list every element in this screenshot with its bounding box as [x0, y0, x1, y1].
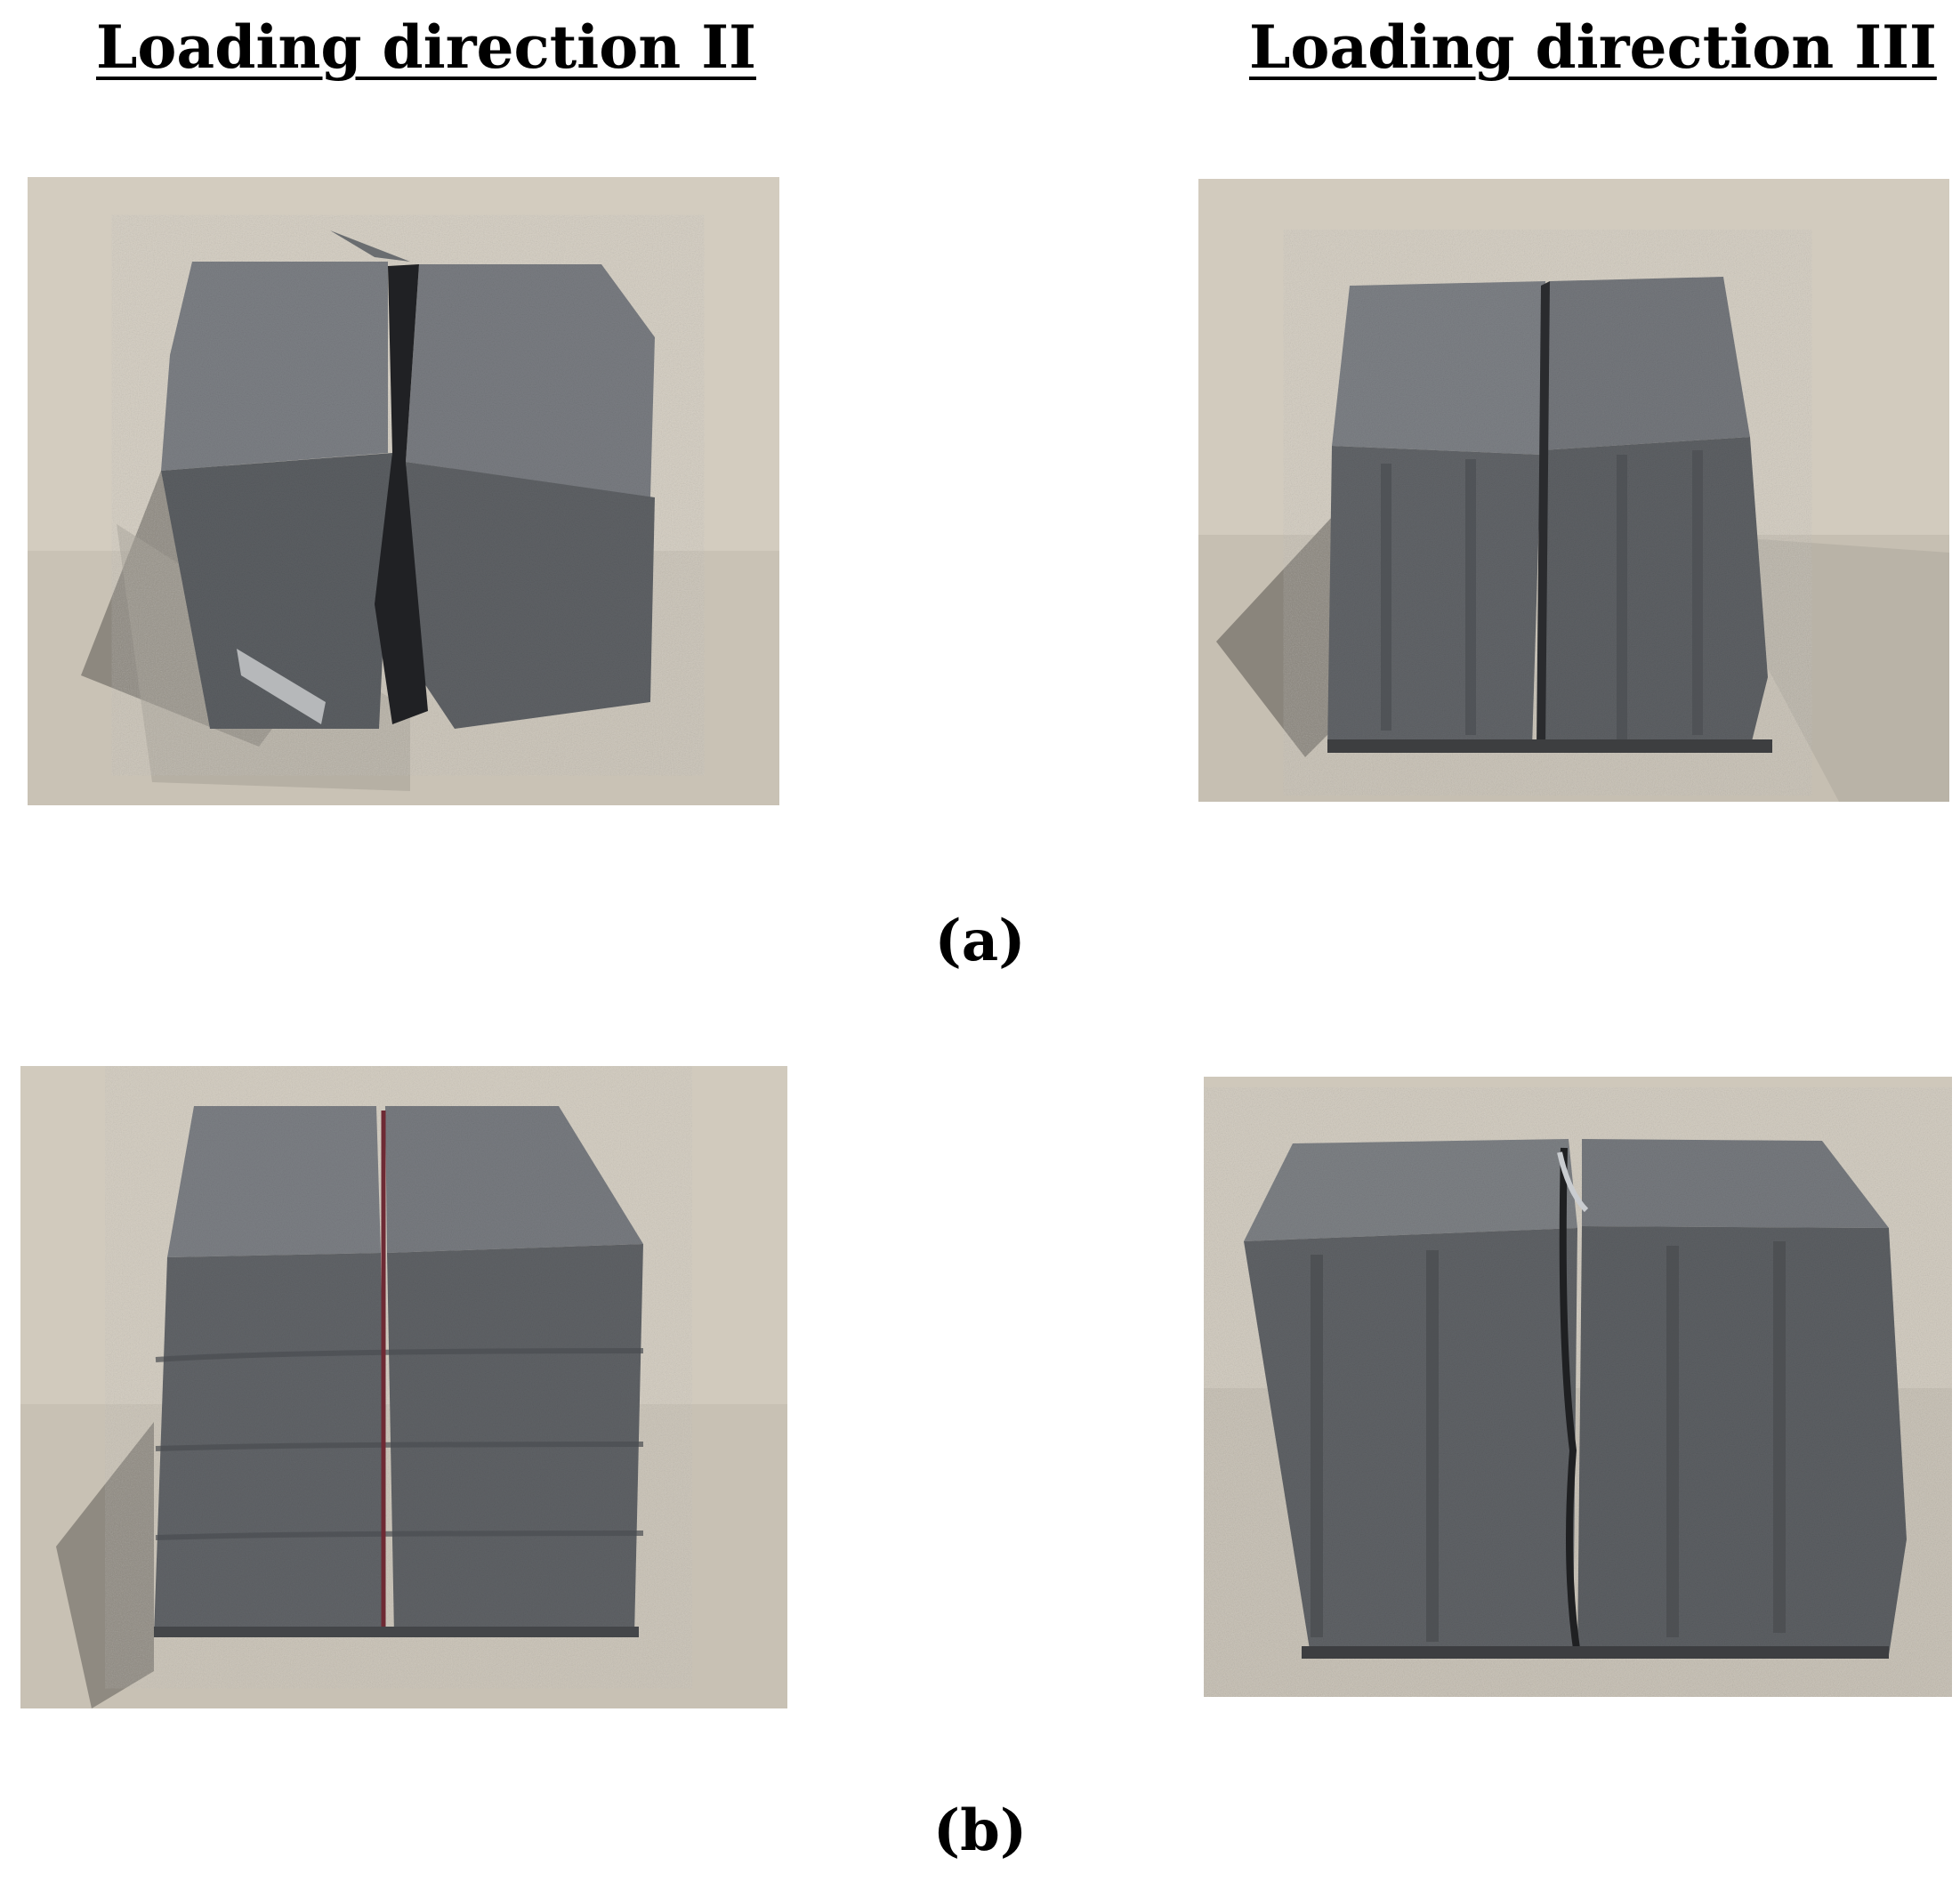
photo-b-direction-ii — [20, 1066, 787, 1708]
photo-a-direction-ii — [28, 177, 779, 805]
photo-b-direction-iii — [1204, 1077, 1952, 1697]
heading-loading-direction-ii: Loading direction II — [96, 12, 756, 82]
heading-loading-direction-iii: Loading direction III — [1249, 12, 1937, 82]
photo-a-direction-iii — [1198, 179, 1949, 802]
panel-label-b: (b) — [932, 1797, 1028, 1864]
panel-label-a: (a) — [934, 908, 1026, 974]
